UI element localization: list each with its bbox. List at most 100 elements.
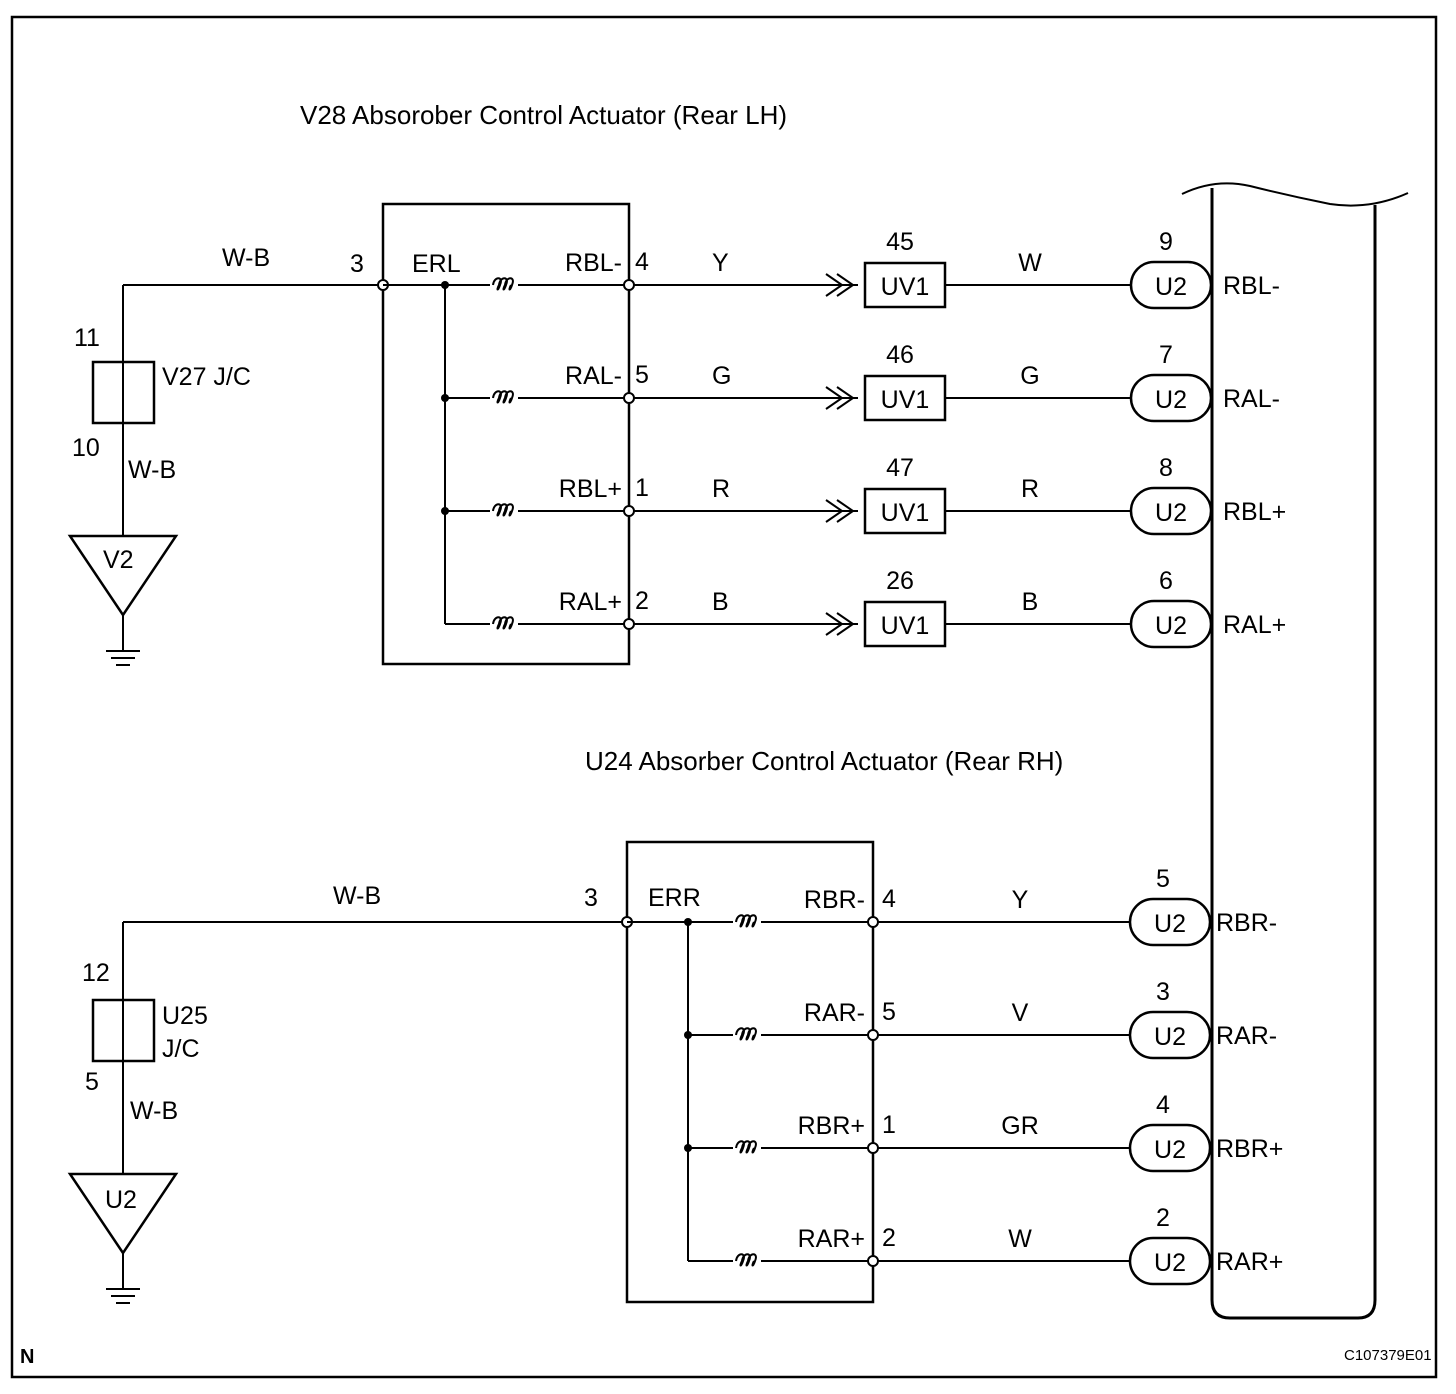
rh-common-pin: 3: [584, 884, 598, 912]
ecu-connector: U2: [1129, 486, 1213, 536]
ecu-pin-number: 9: [1159, 228, 1173, 256]
inline-connector-box: [863, 374, 947, 422]
inline-connector-pin: 45: [886, 228, 914, 256]
actuator-pin-number: 1: [635, 474, 649, 502]
wire-color-label: Y: [1012, 886, 1029, 914]
inline-connector-label: UV1: [881, 612, 930, 640]
actuator-terminal: [867, 1029, 879, 1041]
ecu-pin-name: RBL+: [1223, 498, 1286, 526]
lh-ground-triangle: [67, 534, 179, 618]
ecu-pin-name: RBR+: [1216, 1135, 1283, 1163]
actuator-terminal: [867, 1255, 879, 1267]
ecu-pin-number: 7: [1159, 341, 1173, 369]
connector-chevron-icon: [825, 612, 855, 636]
ecu-pin-number: 5: [1156, 865, 1170, 893]
ecu-connector: U2: [1128, 1010, 1212, 1060]
ecu-connector-label: U2: [1154, 1023, 1186, 1051]
ground-icon: [106, 615, 140, 666]
corner-mark: N: [20, 1346, 34, 1368]
coil-icon: [735, 1027, 757, 1041]
ecu-connector: U2: [1128, 897, 1212, 947]
figure-code: C107379E01: [1344, 1347, 1432, 1364]
ecu-connector-label: U2: [1154, 910, 1186, 938]
ecu-block: [1181, 182, 1409, 1320]
actuator-terminal: [623, 618, 635, 630]
lh-jc-pin-top: 11: [74, 324, 100, 352]
lh-title: V28 Absorober Control Actuator (Rear LH): [300, 100, 787, 130]
rh-ground-wire-label: W-B: [333, 882, 381, 910]
actuator-terminal: [623, 505, 635, 517]
ecu-pin-number: 4: [1156, 1091, 1170, 1119]
actuator-pin-number: 2: [882, 1224, 896, 1252]
lh-jc-name: V27 J/C: [162, 363, 251, 391]
actuator-pin-name: RAL-: [565, 362, 622, 390]
rh-ground-label: U2: [105, 1186, 137, 1214]
ecu-connector-label: U2: [1154, 1136, 1186, 1164]
coil-icon: [492, 390, 514, 404]
ecu-connector-label: U2: [1155, 499, 1187, 527]
rh-section: W-B 3 ERR 12 U25 J/C 5 W-B U2: [67, 840, 875, 1304]
lh-jc-wire-bottom: W-B: [128, 456, 176, 484]
ecu-pin-name: RBR-: [1216, 909, 1277, 937]
actuator-pin-number: 5: [882, 998, 896, 1026]
actuator-pin-number: 1: [882, 1111, 896, 1139]
ecu-connector: U2: [1129, 373, 1213, 423]
wire-color-label: GR: [1001, 1112, 1039, 1140]
wire-color-label: R: [712, 475, 730, 503]
coil-icon: [735, 914, 757, 928]
rh-jc-name-line1: U25: [162, 1002, 208, 1030]
coil-icon: [735, 1140, 757, 1154]
wire-color-label: B: [712, 588, 729, 616]
actuator-terminal: [623, 392, 635, 404]
inline-connector-label: UV1: [881, 386, 930, 414]
connector-chevron-icon: [825, 499, 855, 523]
ecu-pin-name: RAR+: [1216, 1248, 1283, 1276]
rh-jc-wire-bottom: W-B: [130, 1097, 178, 1125]
rh-jc-pin-top: 12: [82, 959, 110, 987]
ecu-pin-number: 3: [1156, 978, 1170, 1006]
inline-connector-pin: 47: [886, 454, 914, 482]
ecu-pin-name: RAL+: [1223, 611, 1286, 639]
coil-icon: [492, 616, 514, 630]
ecu-connector: U2: [1129, 599, 1213, 649]
wire-color-label: W: [1018, 249, 1042, 277]
inline-connector-label: UV1: [881, 273, 930, 301]
actuator-pin-number: 4: [882, 885, 896, 913]
lh-ground-label: V2: [103, 546, 134, 574]
actuator-terminal: [623, 279, 635, 291]
wire-color-label: V: [1012, 999, 1029, 1027]
lh-common-pin: 3: [350, 250, 364, 278]
wire-color-label: B: [1022, 588, 1039, 616]
lh-jc-pin-bottom: 10: [72, 434, 100, 462]
inline-connector-label: UV1: [881, 499, 930, 527]
ecu-connector-label: U2: [1155, 612, 1187, 640]
actuator-pin-name: RAR-: [804, 999, 865, 1027]
ground-icon: [106, 1253, 140, 1304]
coil-icon: [492, 503, 514, 517]
lh-ground-wire-label: W-B: [222, 244, 270, 272]
actuator-pin-name: RBL+: [559, 475, 622, 503]
actuator-pin-name: RBL-: [565, 249, 622, 277]
rh-title: U24 Absorber Control Actuator (Rear RH): [585, 746, 1063, 776]
rh-jc-name-line2: J/C: [162, 1035, 200, 1063]
wire-color-label: W: [1008, 1225, 1032, 1253]
rh-common-name: ERR: [648, 884, 701, 912]
ecu-pin-name: RAR-: [1216, 1022, 1277, 1050]
wire-color-label: G: [712, 362, 731, 390]
ecu-connector-label: U2: [1154, 1249, 1186, 1277]
ecu-connector-label: U2: [1155, 273, 1187, 301]
outer-frame: [10, 15, 1438, 1379]
actuator-pin-name: RBR+: [798, 1112, 865, 1140]
connector-chevron-icon: [825, 386, 855, 410]
ecu-pin-name: RBL-: [1223, 272, 1280, 300]
ecu-connector: U2: [1128, 1236, 1212, 1286]
lh-section: W-B 3 ERL 11 V27 J/C 10 W-B V2: [67, 202, 631, 666]
